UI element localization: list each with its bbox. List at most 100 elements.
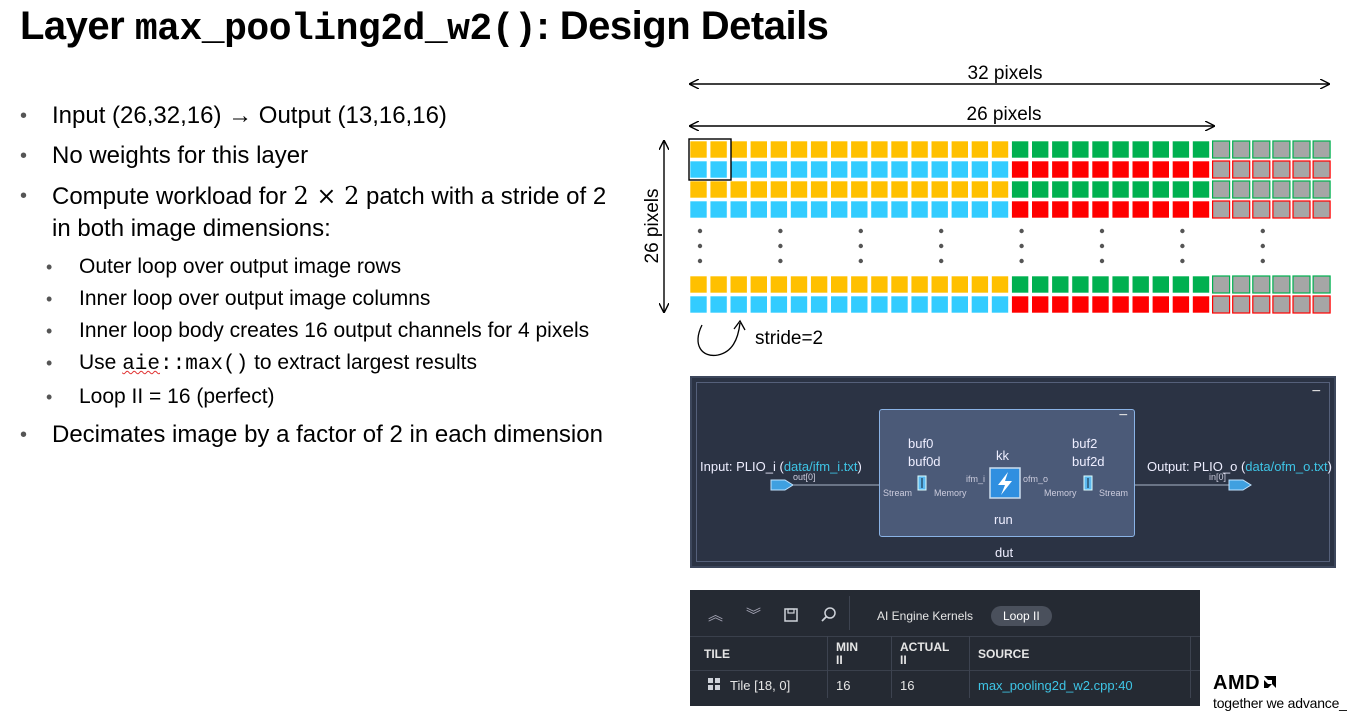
pixel-cell	[910, 140, 929, 159]
output-port-icon[interactable]	[1228, 479, 1252, 491]
title-code: max_pooling2d_w2()	[134, 8, 537, 51]
pixel-cell	[1192, 160, 1210, 179]
graph-view-panel[interactable]: − Input: PLIO_i (data/ifm_i.txt) Output:…	[690, 376, 1336, 568]
pixel-cell	[689, 295, 708, 314]
pixel-cell	[790, 160, 808, 179]
input-port-icon[interactable]	[770, 479, 794, 491]
pixel-cell	[1071, 275, 1090, 294]
pixel-cell	[991, 180, 1009, 199]
pixel-cell	[1011, 180, 1029, 199]
pixel-cell	[971, 295, 989, 314]
ellipsis-dot	[1260, 228, 1265, 234]
expand-all-icon[interactable]: ︾	[746, 607, 762, 624]
ellipsis-dot	[697, 243, 703, 249]
pixel-cell	[1211, 140, 1231, 159]
pixel-cell	[890, 295, 909, 314]
pixel-cell	[1031, 295, 1050, 314]
pixel-cell	[1031, 200, 1050, 219]
pixel-cell	[1312, 140, 1331, 159]
sub-bullet-loop-body: •Inner loop body creates 16 output chann…	[46, 319, 590, 342]
pixel-cell	[1151, 295, 1170, 314]
col-source[interactable]: SOURCE	[978, 647, 1030, 661]
pixel-cell	[991, 275, 1009, 294]
col-actual-ii-a[interactable]: ACTUAL	[900, 640, 950, 654]
pixel-cell	[770, 140, 788, 159]
pixel-cell	[870, 180, 889, 199]
input-file-link[interactable]: data/ifm_i.txt	[783, 459, 858, 474]
ellipsis-dot	[1099, 228, 1105, 234]
save-icon[interactable]	[784, 608, 798, 622]
row-actual-ii: 16	[900, 678, 915, 693]
pixel-cell	[729, 140, 748, 159]
col-min-ii-b[interactable]: II	[836, 653, 843, 667]
pixel-cell	[1232, 200, 1251, 219]
row-source-link[interactable]: max_pooling2d_w2.cpp:40	[978, 678, 1133, 693]
pixel-cell	[790, 140, 808, 159]
pooling-window	[688, 138, 732, 181]
pixel-cell	[1211, 180, 1231, 199]
pixel-cell	[1192, 295, 1210, 314]
pixel-cell	[750, 180, 768, 199]
pixel-cell	[709, 200, 728, 219]
pixel-cell	[1071, 160, 1090, 179]
pixel-cell	[1172, 295, 1190, 314]
pixel-cell	[890, 140, 909, 159]
math-patch: 2 × 2	[293, 182, 360, 210]
pixel-cell	[991, 140, 1009, 159]
pixel-cell	[910, 160, 929, 179]
pixel-cell	[1031, 180, 1050, 199]
pixel-cell	[890, 160, 909, 179]
table-row[interactable]: Tile [18, 0] 16 16 max_pooling2d_w2.cpp:…	[690, 670, 1200, 696]
ifm-port-label: ifm_i	[966, 474, 986, 484]
pixel-cell	[810, 160, 828, 179]
col-actual-ii-b[interactable]: II	[900, 653, 907, 667]
minimize-dut-button[interactable]: −	[1118, 407, 1128, 424]
pixel-cell	[1051, 295, 1070, 314]
pixel-cell	[950, 160, 969, 179]
pixel-cell	[790, 200, 808, 219]
ellipsis-dot	[858, 228, 863, 234]
pixel-cell	[1051, 275, 1070, 294]
dut-label: dut	[995, 545, 1014, 560]
tab-loop-ii[interactable]: Loop II	[991, 606, 1052, 626]
tab-ai-engine-kernels[interactable]: AI Engine Kernels	[877, 609, 974, 623]
graph-canvas[interactable]: − Input: PLIO_i (data/ifm_i.txt) Output:…	[696, 382, 1332, 562]
pixel-cell	[1252, 275, 1271, 294]
pixel-cell	[1192, 180, 1210, 199]
col-tile[interactable]: TILE	[704, 647, 730, 661]
pixel-cell	[750, 275, 768, 294]
bullet-io-shape: •Input (26,32,16) → Output (13,16,16)	[20, 102, 447, 129]
dut-subgraph[interactable]: − buf0 buf0d kk buf2 buf2d Stream Memory…	[879, 407, 1135, 537]
pixel-cell	[930, 295, 949, 314]
input-label-close: )	[857, 459, 862, 474]
ellipsis-dot	[1019, 243, 1024, 249]
pixel-cell	[1312, 295, 1331, 314]
pixel-cell	[950, 180, 969, 199]
pixel-cell	[729, 275, 748, 294]
pixel-cell	[1091, 275, 1110, 294]
ellipsis-dot	[939, 258, 944, 264]
pixel-cell	[971, 200, 989, 219]
ellipsis-dot	[939, 243, 944, 249]
col-min-ii-a[interactable]: MIN	[836, 640, 858, 654]
pixel-cell	[1091, 295, 1110, 314]
buf2-label: buf2	[1072, 436, 1098, 451]
output-file-link[interactable]: data/ofm_o.txt	[1245, 459, 1328, 474]
pixel-cell	[1252, 295, 1271, 314]
pixel-cell	[1272, 200, 1291, 219]
bullet-text: Inner loop over output image columns	[79, 287, 431, 310]
pixel-cell	[1051, 140, 1070, 159]
pixel-cell	[750, 140, 768, 159]
pixel-cell	[1011, 160, 1029, 179]
stride-arrowhead	[733, 319, 746, 331]
pixel-cell	[1172, 275, 1190, 294]
minimize-graph-button[interactable]: −	[1311, 383, 1321, 400]
pixel-cell	[1211, 160, 1231, 179]
search-icon[interactable]	[821, 607, 837, 623]
ellipsis-dot	[697, 258, 703, 264]
collapse-all-icon[interactable]: ︽	[708, 607, 724, 624]
pixel-cell	[991, 295, 1009, 314]
pixel-cell	[830, 140, 848, 159]
output-label-text: Output: PLIO_o (	[1147, 459, 1246, 474]
pixel-cell	[1091, 200, 1110, 219]
